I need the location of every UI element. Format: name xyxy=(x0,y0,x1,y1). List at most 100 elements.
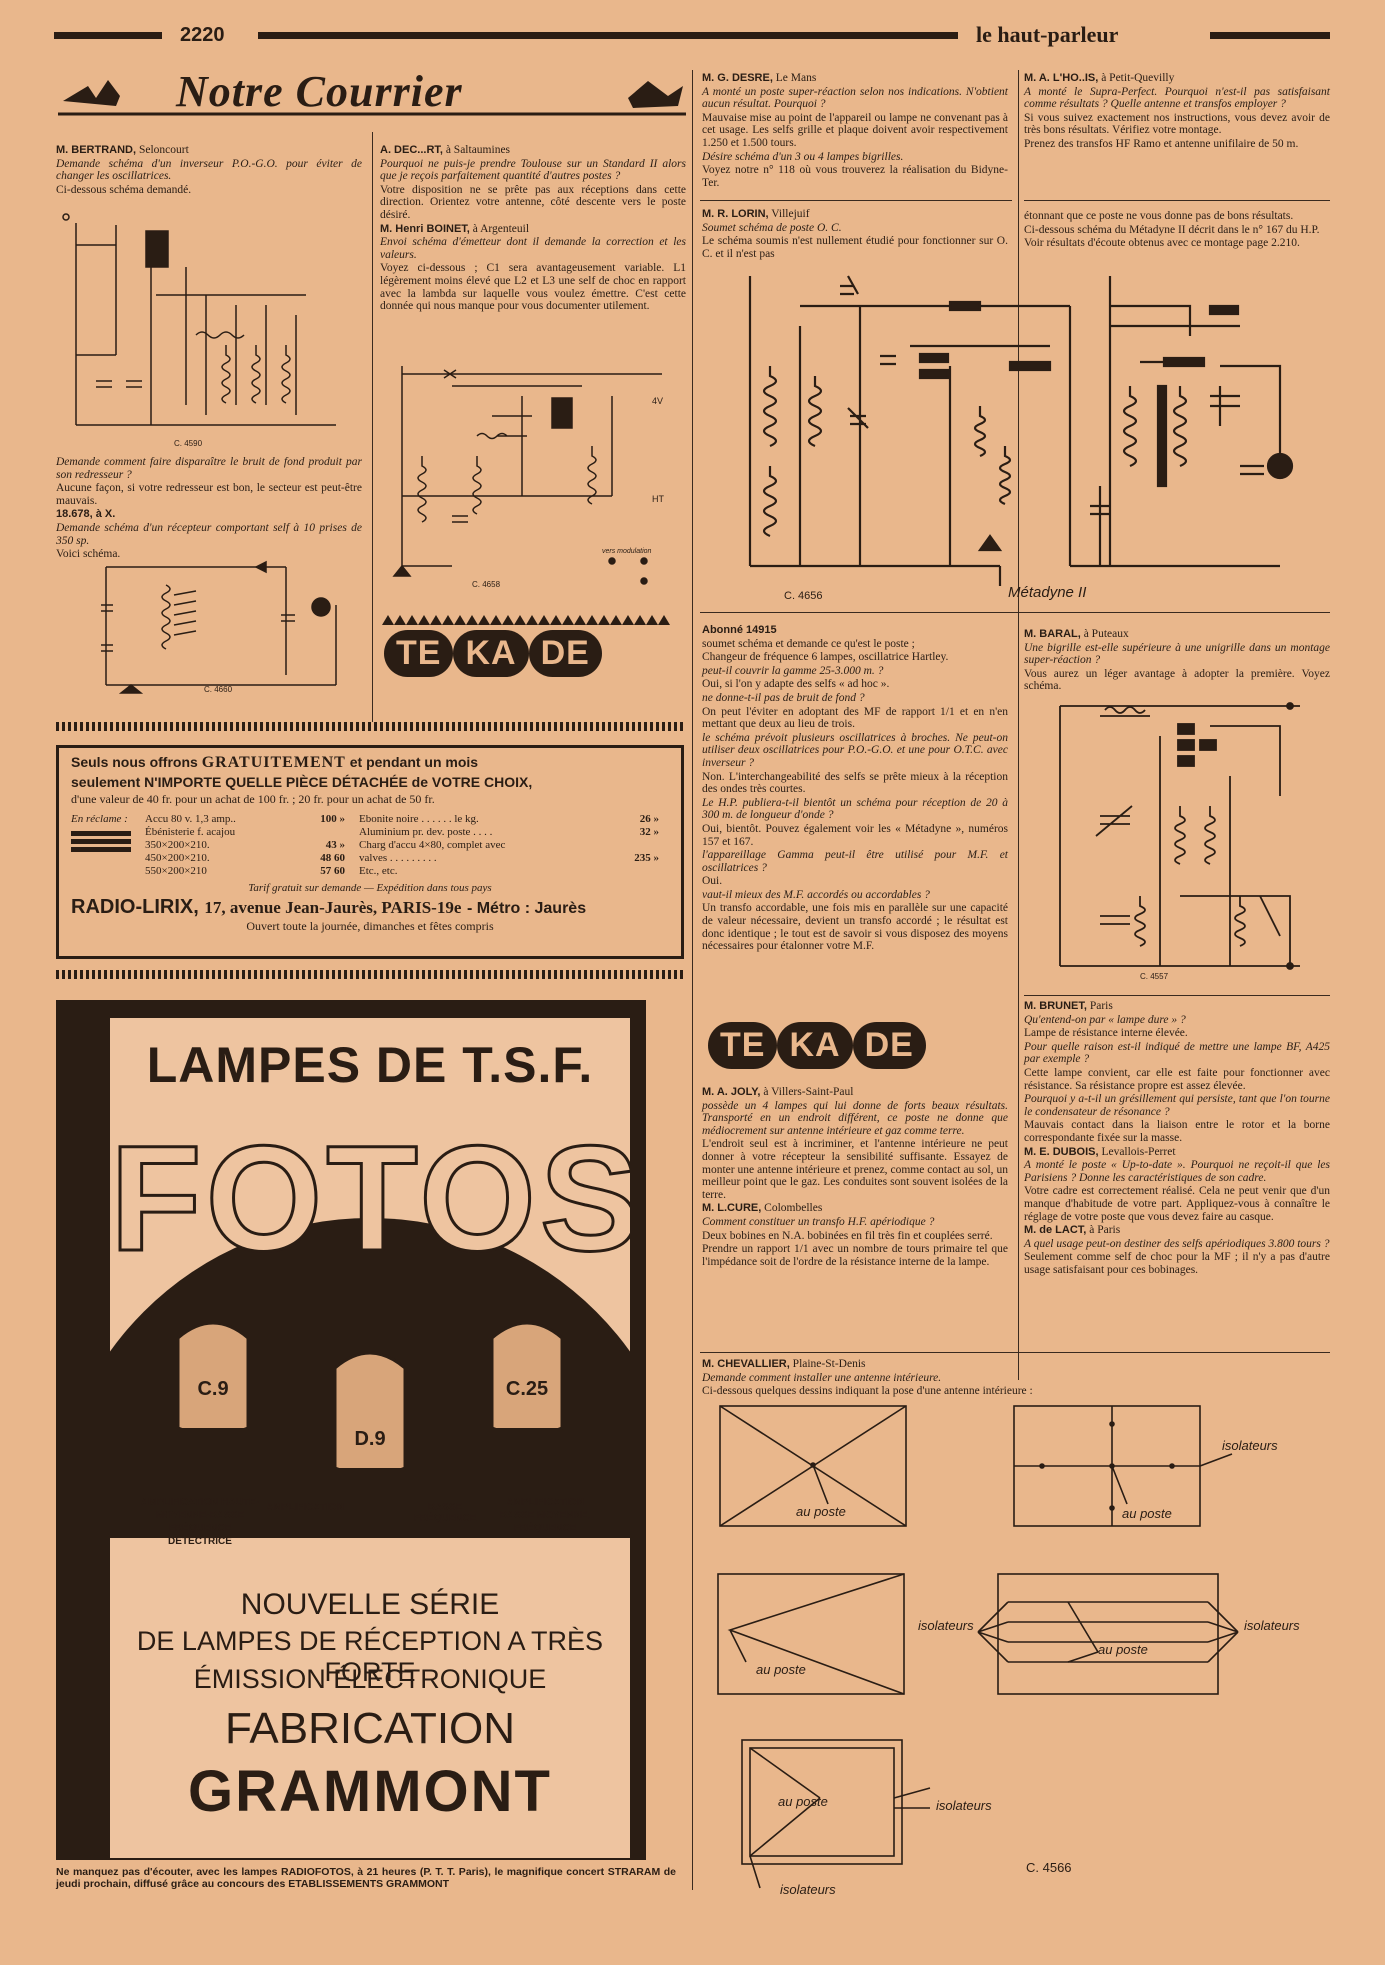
header-rule-right xyxy=(1210,32,1330,39)
answer-text: Voici schéma. xyxy=(56,548,121,561)
fotos-ad-panel: LAMPES DE T.S.F. FOTOS C.9 D.9 C.25 AMPL… xyxy=(108,1016,632,1860)
question-text: A monté le poste « Up-to-date ». Pourquo… xyxy=(1024,1159,1330,1184)
antenna-drawing-4: isolateurs isolateurs au poste xyxy=(918,1572,1326,1702)
tekade-part: KA xyxy=(453,630,529,677)
column-divider-2 xyxy=(692,70,693,1890)
ad-item-price: 32 » xyxy=(639,826,659,838)
qa-line: Qu'entend-on par « lampe dure » ? xyxy=(1024,1013,1186,1026)
answer-text: Ci-dessous quelques dessins indiquant la… xyxy=(702,1385,1033,1398)
answer-text: Le schéma soumis n'est nullement étudié … xyxy=(702,235,1008,260)
ad-item-label: Ébénisterie f. acajou xyxy=(145,826,236,838)
question-text: Comment constituer un transfo H.F. apéri… xyxy=(702,1215,935,1228)
question-text: possède un 4 lampes qui lui donne de for… xyxy=(702,1099,1008,1137)
tube-label: D.9 xyxy=(354,1428,386,1450)
letter-brunet: M. BRUNET, Paris Qu'entend-on par « lamp… xyxy=(1024,1000,1330,1277)
abonne-qa-list: soumet schéma et demande ce qu'est le po… xyxy=(702,638,1008,953)
figure-label-4v: 4V xyxy=(652,396,664,406)
ad-item-label: 550×200×210 xyxy=(145,865,207,877)
ad-reclame: En réclame : xyxy=(71,813,128,825)
section-title-ornament xyxy=(58,80,686,116)
ad-hours: Ouvert toute la journée, dimanches et fê… xyxy=(246,919,494,933)
correspondent-place: Colombelles xyxy=(764,1202,823,1215)
answer-text: Seulement comme self de choc pour la MF … xyxy=(1024,1251,1330,1276)
schematic-bigrille: C. 4557 xyxy=(1040,696,1310,986)
question-text: A monté un poste super-réaction selon no… xyxy=(702,85,1008,111)
col4-rule-brunet xyxy=(1024,995,1330,996)
col3-rule-chev xyxy=(700,1352,1330,1353)
qa-line: soumet schéma et demande ce qu'est le po… xyxy=(702,637,915,650)
isolateurs-label: isolateurs xyxy=(1244,1618,1300,1633)
letter-bertrand: M. BERTRAND, Seloncourt Demande schéma d… xyxy=(56,144,362,197)
qa-line: Mauvais contact dans la liaison entre le… xyxy=(1024,1119,1330,1144)
antenna-figure-label: C. 4566 xyxy=(1026,1860,1072,1875)
tube-d9: D.9 xyxy=(315,1348,425,1538)
answer-text: Votre disposition ne se prête pas aux ré… xyxy=(380,183,686,221)
ad-free: GRATUITEMENT xyxy=(201,754,346,771)
ad-item-price: 100 » xyxy=(320,813,345,825)
isolateurs-label: isolateurs xyxy=(1222,1438,1278,1453)
au-poste-label: au poste xyxy=(778,1794,828,1809)
ad-item-price: 26 » xyxy=(639,813,659,825)
ad-item: Etc., etc. xyxy=(359,865,659,878)
correspondent-name: M. de LACT, xyxy=(1024,1224,1087,1237)
correspondent-name: M. A. JOLY, xyxy=(702,1086,761,1098)
fotos-line: DE LAMPES DE RÉCEPTION A TRÈS FORTE xyxy=(136,1626,604,1687)
question-text: Soumet schéma de poste O. C. xyxy=(702,221,842,234)
col3-rule-top xyxy=(700,200,1012,201)
question-text: Demande schéma d'un inverseur P.O.-G.O. … xyxy=(56,157,362,183)
correspondent-place: à Saltaumines xyxy=(445,144,511,156)
qa-line: Cette lampe convient, car elle est faite… xyxy=(1024,1066,1330,1092)
ad-item-price: 43 » xyxy=(325,839,345,851)
schematic-inverter: C. 4590 xyxy=(56,205,366,453)
isolateurs-label: isolateurs xyxy=(918,1618,974,1633)
ad-rule-bottom xyxy=(56,970,684,979)
letter-abonne-14915: Abonné 14915 soumet schéma et demande ce… xyxy=(702,624,1008,954)
correspondent-place: Villejuif xyxy=(771,208,810,220)
ad-line: seulement xyxy=(71,774,141,790)
answer-text: Prendre un rapport 1/1 avec un nombre de… xyxy=(702,1243,1008,1268)
figure-label-vers: vers modulation xyxy=(602,548,652,555)
radio-lirix-ad: Seuls nous offrons GRATUITEMENT et penda… xyxy=(56,745,684,959)
answer-text: Voyez notre n° 118 où vous trouverez la … xyxy=(702,164,1008,189)
ad-item-label: Etc., etc. xyxy=(359,865,398,877)
ad-item-label: Charg d'accu 4×80, complet avec xyxy=(359,839,506,851)
correspondent-name: A. DEC...RT, xyxy=(380,144,443,156)
figure-label: C. 4660 xyxy=(204,685,233,694)
figure-label-ht: HT xyxy=(652,494,664,504)
tekade-part: DE xyxy=(528,630,602,677)
correspondent-name: 18.678, à X. xyxy=(56,508,116,521)
section-title-banner: Notre Courrier xyxy=(58,66,686,122)
correspondent-place: à Puteaux xyxy=(1083,628,1129,640)
answer-text: Deux bobines en N.A. bobinées en fil trè… xyxy=(702,1229,993,1242)
ad-item: Ebonite noire . . . . . . le kg.26 » xyxy=(359,813,659,826)
qa-line: Oui, si l'on y adapte des selfs « ad hoc… xyxy=(702,678,890,691)
letter-baral: M. BARAL, à Puteaux Une bigrille est-ell… xyxy=(1024,628,1330,694)
correspondent-place: Paris xyxy=(1089,1000,1113,1012)
ad-line: et pendant un mois xyxy=(349,754,479,770)
tube-caption: BASSE FRÉQUENCE xyxy=(413,1502,477,1524)
question-text: Demande comment faire disparaître le bru… xyxy=(56,456,362,481)
qa-line: vaut-il mieux des M.F. accordés ou accor… xyxy=(702,888,930,901)
qa-line: Le H.P. publiera-t-il bientôt un schéma … xyxy=(702,796,1008,822)
ad-item: Accu 80 v. 1,3 amp..100 » xyxy=(145,813,345,826)
answer-text: Ci-dessous schéma demandé. xyxy=(56,183,192,196)
figure-label: C. 4557 xyxy=(1140,972,1169,981)
ad-item: valves . . . . . . . . .235 » xyxy=(359,852,659,865)
ad-item-price: 48 60 xyxy=(320,852,345,864)
ad-item-label: 350×200×210. xyxy=(145,839,210,851)
ad-rule-top xyxy=(56,722,684,731)
ad-offer: N'IMPORTE QUELLE PIÈCE DÉTACHÉE de VOTRE… xyxy=(144,774,533,790)
ad-item-label: 450×200×210. xyxy=(145,852,210,864)
tube-c25: C.25 xyxy=(472,1318,582,1488)
brunet-qa-list: Qu'entend-on par « lampe dure » ?Lampe d… xyxy=(1024,1014,1330,1145)
letter-decourt: A. DEC...RT, à Saltaumines Pourquoi ne p… xyxy=(380,144,686,314)
tekade-logo-2: TE KA DE xyxy=(708,1022,926,1069)
ad-item: Charg d'accu 4×80, complet avec xyxy=(359,839,659,852)
qa-line: Oui. xyxy=(702,875,723,888)
question-text: A quel usage peut-on destiner des selfs … xyxy=(1024,1237,1330,1250)
tube-caption: AMPLIFICATION BASSE MOYENNE, FRÉQUENCE xyxy=(499,1497,591,1534)
fotos-brand: FOTOS xyxy=(110,1114,632,1282)
qa-line: Changeur de fréquence 6 lampes, oscillat… xyxy=(702,651,949,664)
ad-item-price: 57 60 xyxy=(320,865,345,877)
correspondent-name: Abonné 14915 xyxy=(702,624,777,636)
